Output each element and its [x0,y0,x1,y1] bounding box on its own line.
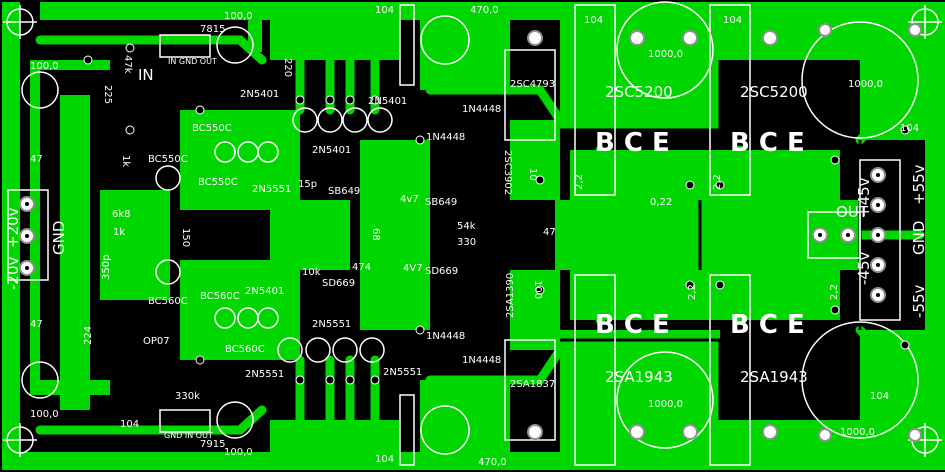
bc560c-2: BC560C [200,291,240,302]
r6k8-label: 6k8 [112,209,131,220]
pinout-bce-4: B C E [730,310,805,340]
input-label: IN [138,66,154,84]
cap-100-bl: 100,0 [30,409,59,420]
cap-104-right: 104 [900,123,920,134]
bc550c-2: BC550C [192,123,232,134]
r22-4: 2,2 [829,284,840,300]
regulator-7915-label: 7915 [200,439,226,450]
2sc5200-2: 2SC5200 [740,83,808,101]
r1k-b-label: 1k [113,227,126,238]
cap-15p: 15p [298,179,318,190]
cap-104-top2: 104 [584,15,604,26]
cap-224: 224 [83,325,94,345]
op07-label: OP07 [143,336,170,347]
pinout-bce-1: B C E [595,128,670,158]
2n5401-c: 2N5401 [368,96,408,107]
r47-mid: 47 [543,227,556,238]
2sa1837-label: 2SA1837 [510,379,556,390]
rail-p55-label: +55v [910,164,928,205]
zener-4v7: 4v7 [400,194,419,205]
cap-470-top: 470,0 [470,5,499,16]
r474-label: 474 [352,262,372,273]
2sc3902-label: 2SC3902 [502,150,513,196]
r10k-label: 10k [302,267,321,278]
r54k-label: 54k [457,221,476,232]
cap-104-bot: 104 [375,454,395,465]
cap-1000-tr: 1000,0 [848,79,883,90]
r47-bottom: 47 [30,319,43,330]
sd669-b: SD669 [425,266,459,277]
bc550c-1: BC550C [148,154,188,165]
2n5551-mid: 2N5551 [252,184,292,195]
r22-2: 2,2 [712,174,723,190]
cap-1000-bl: 1000,0 [648,399,683,410]
cap-104-q2: 104 [870,391,890,402]
regulator-7815-pins: IN GND OUT [168,57,217,66]
2sc5200-1: 2SC5200 [605,83,673,101]
2n5551-a: 2N5551 [312,319,352,330]
cap-104-top1: 104 [375,5,395,16]
bc550c-3: BC550C [198,177,238,188]
r22-1: 2,2 [574,174,585,190]
2n5401-a: 2N5401 [240,89,280,100]
rail-pos-label: +20v [4,207,22,248]
r100-label: 100 [532,280,543,300]
bc560c-1: BC560C [148,296,188,307]
r150-a: 150 [180,228,191,248]
cap-100-l: 100,0 [30,61,59,72]
r220-a: 220 [282,58,293,78]
gnd-right-label: GND [910,220,928,255]
r330-label: 330 [457,237,477,248]
r022-label: 0,22 [650,197,673,208]
1n4448-d: 1N4448 [462,355,502,366]
r330k-label: 330k [175,391,200,402]
1n4448-a: 1N4448 [426,132,466,143]
r225-label: 225 [102,85,113,105]
sb649-a: SB649 [328,186,361,197]
cap-100-b: 100,0 [224,447,253,458]
1n4448-b: 1N4448 [462,104,502,115]
rail-p45-label: +45v [855,177,873,218]
zener-4v7-b: 4V7 [403,263,423,274]
2n5551-c: 2N5551 [383,367,423,378]
2sa1943-1: 2SA1943 [605,368,673,386]
out-label: OUT [836,203,868,221]
r47k-label: 47k [122,55,133,74]
rail-m55-label: -55v [910,284,928,318]
pinout-bce-3: B C E [595,310,670,340]
bc560c-3: BC560C [225,344,265,355]
r1k-label: 1k [120,155,131,168]
r10-label: 10 [527,168,538,181]
r68-label: 68 [370,228,381,241]
rail-neg-label: -20v [4,256,22,290]
gnd-left-label: GND [50,220,68,255]
cap-100-tl: 100,0 [224,11,253,22]
2n5401-d: 2N5401 [245,286,285,297]
cap-1000-br: 1000,0 [840,427,875,438]
2sa1390-label: 2SA1390 [505,272,516,318]
2n5551-b: 2N5551 [245,369,285,380]
cap-104-bl: 104 [120,419,140,430]
sd669-a: SD669 [322,278,356,289]
rail-m45-label: -45v [855,251,873,285]
cap-1000-tl: 1000,0 [648,49,683,60]
r47-left: 47 [30,154,43,165]
2n5401-b: 2N5401 [312,145,352,156]
r22-3: 2,2 [687,284,698,300]
regulator-7915-pins: GND IN OUT [164,431,213,440]
cap-104-q1: 104 [723,15,743,26]
2sa1943-2: 2SA1943 [740,368,808,386]
regulator-7815-label: 7815 [200,24,226,35]
cap-470-bot: 470,0 [478,457,507,468]
1n4448-c: 1N4448 [426,331,466,342]
pinout-bce-2: B C E [730,128,805,158]
sb649-b: SB649 [425,197,458,208]
cap-350p: 350p [101,254,112,280]
2sc4793-label: 2SC4793 [510,79,556,90]
